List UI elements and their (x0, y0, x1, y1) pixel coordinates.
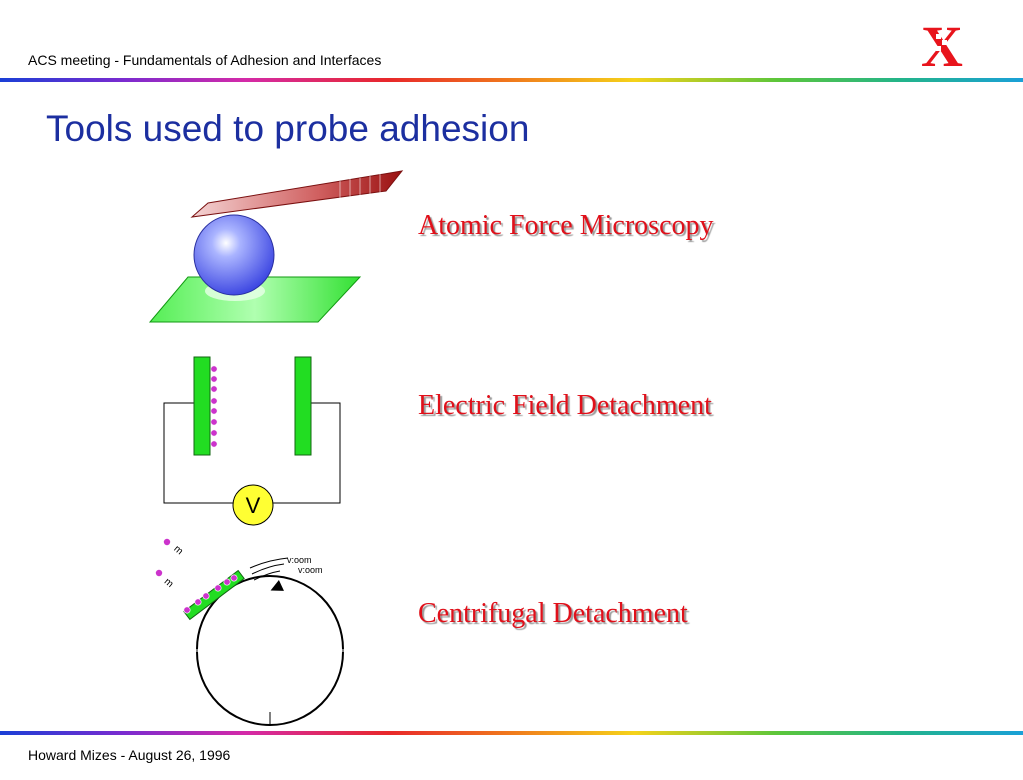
voltmeter-label: V (246, 493, 261, 518)
particle-text-2: m (162, 576, 175, 590)
left-electrode (193, 356, 211, 456)
afm-sphere (193, 214, 275, 296)
attached-particles (183, 574, 238, 614)
meeting-title: ACS meeting - Fundamentals of Adhesion a… (28, 52, 382, 68)
motion-text-1: v:oom (287, 555, 312, 565)
afm-cantilever (190, 170, 404, 218)
xerox-logo: X (921, 18, 963, 74)
footer-author-date: Howard Mizes - August 26, 1996 (28, 747, 231, 763)
afm-substrate (148, 276, 362, 323)
centrifugal-illustration: v:oom v:oom m m (155, 538, 344, 726)
rotation-circle (196, 575, 344, 650)
logo-letter: X (921, 18, 963, 74)
right-electrode (294, 356, 312, 456)
detached-particles: m m (155, 538, 185, 590)
electric-field-illustration: V (163, 356, 341, 526)
motion-text-2: v:oom (298, 565, 323, 575)
slide-title: Tools used to probe adhesion (46, 108, 530, 149)
footer-rainbow-bar (0, 731, 1023, 735)
charged-particles (210, 365, 218, 448)
circuit-wire-left (163, 402, 233, 504)
voltmeter (232, 484, 274, 526)
label-electric-field-detachment: Electric Field Detachment (418, 390, 712, 421)
header-rainbow-bar (0, 78, 1023, 82)
rotation-arrowhead (270, 580, 284, 591)
particle-text-1: m (171, 543, 184, 557)
circuit-wire-right (273, 402, 341, 504)
motion-lines (249, 557, 289, 581)
label-centrifugal-detachment: Centrifugal Detachment (418, 598, 688, 629)
afm-illustration (148, 170, 404, 323)
label-atomic-force-microscopy: Atomic Force Microscopy (418, 210, 714, 241)
